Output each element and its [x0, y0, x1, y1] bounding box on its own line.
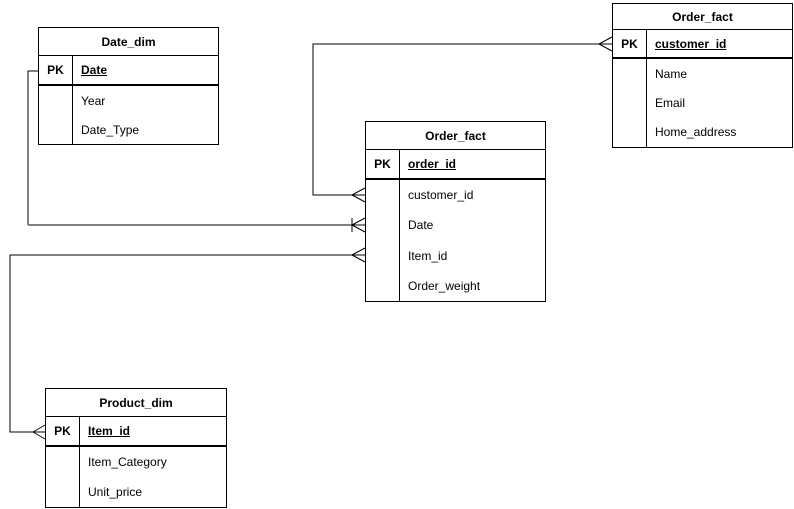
connector-date-stub	[27, 70, 38, 225]
connector-customer-id-line	[312, 43, 599, 196]
pk-field: customer_id	[655, 36, 727, 51]
crow-foot-icon	[598, 36, 613, 52]
entity-title: Order_fact	[366, 122, 545, 150]
entity-body: Year Date_Type	[39, 86, 218, 144]
connector-date	[27, 70, 366, 233]
entity-order-fact-order: Order_fact PK order_id customer_id Date …	[365, 121, 546, 302]
field: Email	[655, 95, 686, 110]
pk-label: PK	[46, 417, 80, 445]
field: Home_address	[655, 125, 737, 140]
entity-title: Product_dim	[46, 389, 226, 417]
crow-foot-icon	[351, 217, 366, 233]
pk-gutter	[613, 59, 647, 147]
entity-product-dim: Product_dim PK Item_id Item_Category Uni…	[45, 388, 227, 508]
field: Item_id	[408, 248, 448, 263]
pk-field: Date	[81, 63, 108, 77]
pk-gutter	[46, 447, 80, 507]
field: Item_Category	[88, 455, 167, 469]
field: Date_Type	[81, 122, 140, 137]
entity-body: Item_Category Unit_price	[46, 447, 226, 507]
pk-row: PK Date	[39, 56, 218, 86]
field: customer_id	[408, 188, 474, 203]
pk-field: order_id	[408, 157, 457, 171]
entity-title: Order_fact	[613, 4, 792, 30]
entity-body: Name Email Home_address	[613, 59, 792, 147]
pk-field: Item_id	[88, 424, 131, 438]
crow-foot-icon	[351, 247, 366, 263]
entity-body: customer_id Date Item_id Order_weight	[366, 180, 545, 301]
pk-gutter	[366, 180, 400, 301]
entity-title: Date_dim	[39, 28, 218, 56]
pk-label: PK	[613, 30, 647, 57]
pk-row: PK Item_id	[46, 417, 226, 447]
pk-row: PK order_id	[366, 150, 545, 180]
entity-order-fact-customer: Order_fact PK customer_id Name Email Hom…	[612, 3, 793, 148]
crow-foot-icon	[351, 187, 366, 203]
field: Name	[655, 66, 688, 81]
crow-foot-icon	[32, 424, 46, 440]
field: Date	[408, 218, 434, 233]
pk-gutter	[39, 86, 73, 144]
entity-date-dim: Date_dim PK Date Year Date_Type	[38, 27, 219, 145]
field: Unit_price	[88, 485, 143, 499]
field: Order_weight	[408, 278, 481, 293]
pk-label: PK	[366, 150, 400, 178]
connector-item-id	[9, 247, 366, 440]
connector-customer-id	[312, 36, 613, 203]
connector-item-id-line	[9, 254, 352, 433]
pk-row: PK customer_id	[613, 30, 792, 59]
field: Year	[81, 93, 106, 108]
pk-label: PK	[39, 56, 73, 84]
